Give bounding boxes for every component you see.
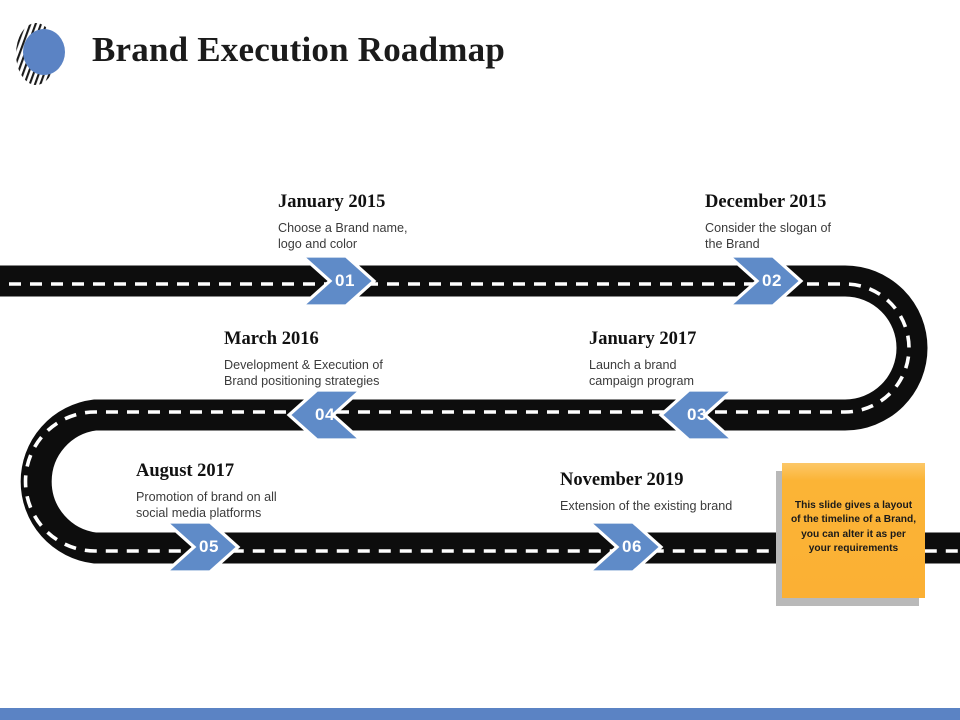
milestone-date-05: August 2017 [136,461,235,481]
milestone-date-06: November 2019 [560,470,684,490]
bottom-accent-bar [0,708,960,720]
milestone-marker-05[interactable]: 05 [161,519,241,575]
milestone-date-03: January 2017 [589,329,697,349]
milestone-text-06: November 2019 Extension of the existing … [560,470,732,514]
milestone-description-01: Choose a Brand name, logo and color [278,221,408,252]
milestone-description-04: Development & Execution of Brand positio… [224,358,383,389]
milestone-text-05: August 2017 Promotion of brand on all so… [136,461,277,521]
striped-circle-logo-icon [14,22,80,86]
milestone-marker-04[interactable]: 04 [286,387,366,443]
sticky-note[interactable]: This slide gives a layout of the timelin… [776,463,925,606]
milestone-date-01: January 2015 [278,192,386,212]
milestone-description-06: Extension of the existing brand [560,499,733,514]
sticky-note-body [782,463,925,598]
page-title: Brand Execution Roadmap [92,30,505,69]
milestone-description-03: Launch a brand campaign program [589,358,694,389]
milestone-description-02: Consider the slogan of the Brand [705,221,832,252]
milestone-text-03: January 2017 Launch a brand campaign pro… [589,329,696,389]
milestone-description-05: Promotion of brand on all social media p… [136,490,277,521]
milestone-date-02: December 2015 [705,192,827,212]
milestone-marker-02[interactable]: 02 [724,253,804,309]
milestone-text-01: January 2015 Choose a Brand name, logo a… [278,192,408,252]
milestone-marker-06[interactable]: 06 [584,519,664,575]
milestone-marker-01[interactable]: 01 [297,253,377,309]
milestone-text-04: March 2016 Development & Execution of Br… [224,329,383,389]
milestone-marker-03[interactable]: 03 [658,387,738,443]
milestone-text-02: December 2015 Consider the slogan of the… [705,192,831,252]
sticky-note-text: This slide gives a layout of the timelin… [790,500,917,555]
milestone-date-04: March 2016 [224,329,319,349]
